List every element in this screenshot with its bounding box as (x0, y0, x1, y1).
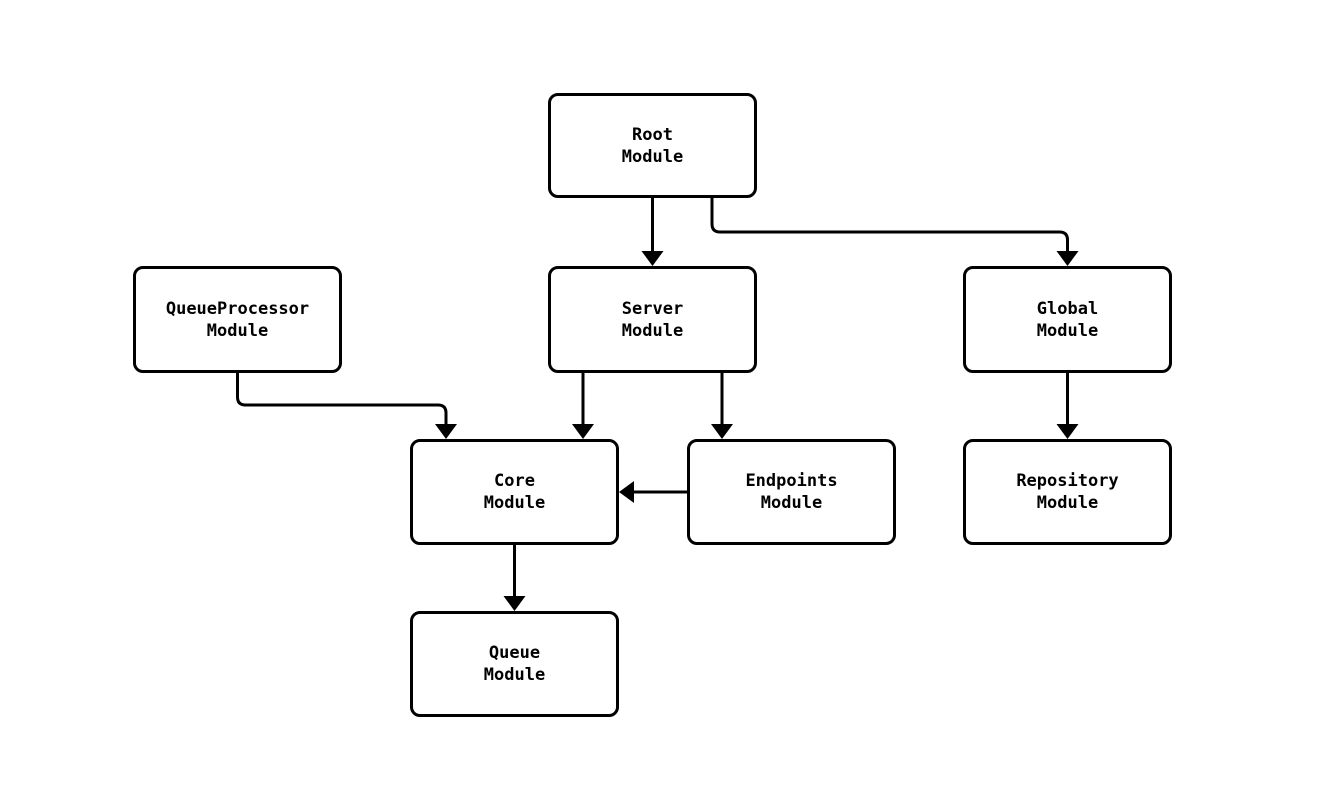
node-repository-module-label: Repository Module (1016, 471, 1119, 513)
node-global-module: Global Module (963, 266, 1172, 373)
node-core-module-label: Core Module (483, 471, 546, 513)
node-root-module: Root Module (548, 93, 757, 198)
edge-server-to-core (572, 373, 594, 439)
edge-queueprocessor-to-core (236, 373, 457, 439)
edge-root-to-server (641, 198, 664, 266)
node-queue-module-label: Queue Module (483, 643, 546, 685)
node-server-module-label: Server Module (621, 298, 684, 341)
edge-server-to-endpoints (711, 373, 733, 439)
node-global-module-label: Global Module (1036, 298, 1099, 341)
node-root-module-label: Root Module (621, 124, 684, 167)
node-repository-module: Repository Module (963, 439, 1172, 545)
node-queueprocessor-module-label: QueueProcessor Module (165, 298, 310, 341)
node-queueprocessor-module: QueueProcessor Module (133, 266, 342, 373)
edge-core-to-queue (503, 545, 526, 611)
node-server-module: Server Module (548, 266, 757, 373)
node-endpoints-module-label: Endpoints Module (745, 471, 838, 513)
node-queue-module: Queue Module (410, 611, 619, 717)
node-core-module: Core Module (410, 439, 619, 545)
edge-root-to-global (710, 198, 1079, 266)
node-endpoints-module: Endpoints Module (687, 439, 896, 545)
edge-endpoints-to-core (619, 481, 687, 503)
edge-global-to-repository (1056, 373, 1079, 439)
